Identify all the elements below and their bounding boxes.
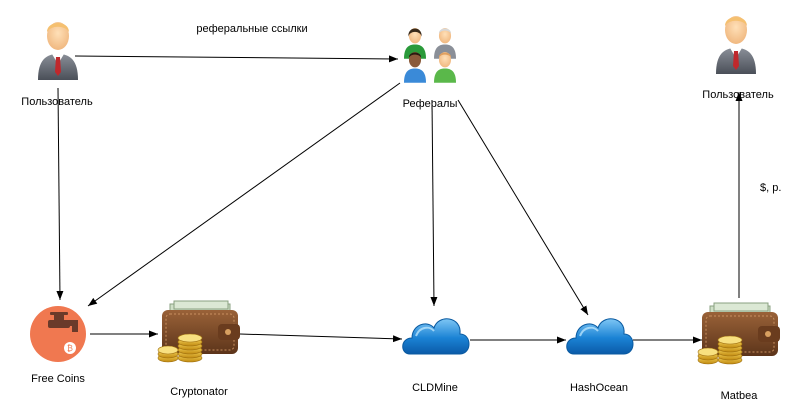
cloud-icon (565, 317, 634, 355)
node-label-hashocean: HashOcean (569, 382, 629, 394)
people-group-icon (404, 28, 456, 83)
node-label-cryptonator: Cryptonator (170, 386, 228, 398)
edge-label-referral-links: реферальные ссылки (196, 23, 308, 35)
edge-referrals-to-freecoins (87, 82, 401, 307)
wallet-coins-icon (157, 300, 241, 363)
edge-label-payout: $, р. (760, 182, 782, 194)
edge-cryptonator-to-cldmine (239, 333, 403, 343)
node-label-matbea: Matbea (720, 390, 758, 402)
node-label-user-left: Пользователь (21, 96, 93, 108)
node-label-user-right: Пользователь (702, 89, 774, 101)
bitcoin-faucet-icon: ₿ (30, 306, 86, 362)
node-label-cldmine: CLDMine (412, 382, 458, 394)
node-label-referrals: Рефералы (402, 98, 458, 110)
edge-referrals-to-hashocean (457, 99, 589, 316)
svg-text:₿: ₿ (67, 344, 73, 353)
node-label-free-coins: Free Coins (31, 373, 85, 385)
wallet-coins-icon (697, 302, 781, 365)
cloud-icon (401, 317, 470, 355)
user-icon (716, 16, 756, 74)
edge-referrals-to-cldmine (430, 99, 438, 307)
edge-user-to-freecoins (56, 87, 64, 301)
edge-user-to-referrals (74, 55, 399, 63)
edges (56, 55, 743, 344)
user-icon (38, 22, 78, 80)
